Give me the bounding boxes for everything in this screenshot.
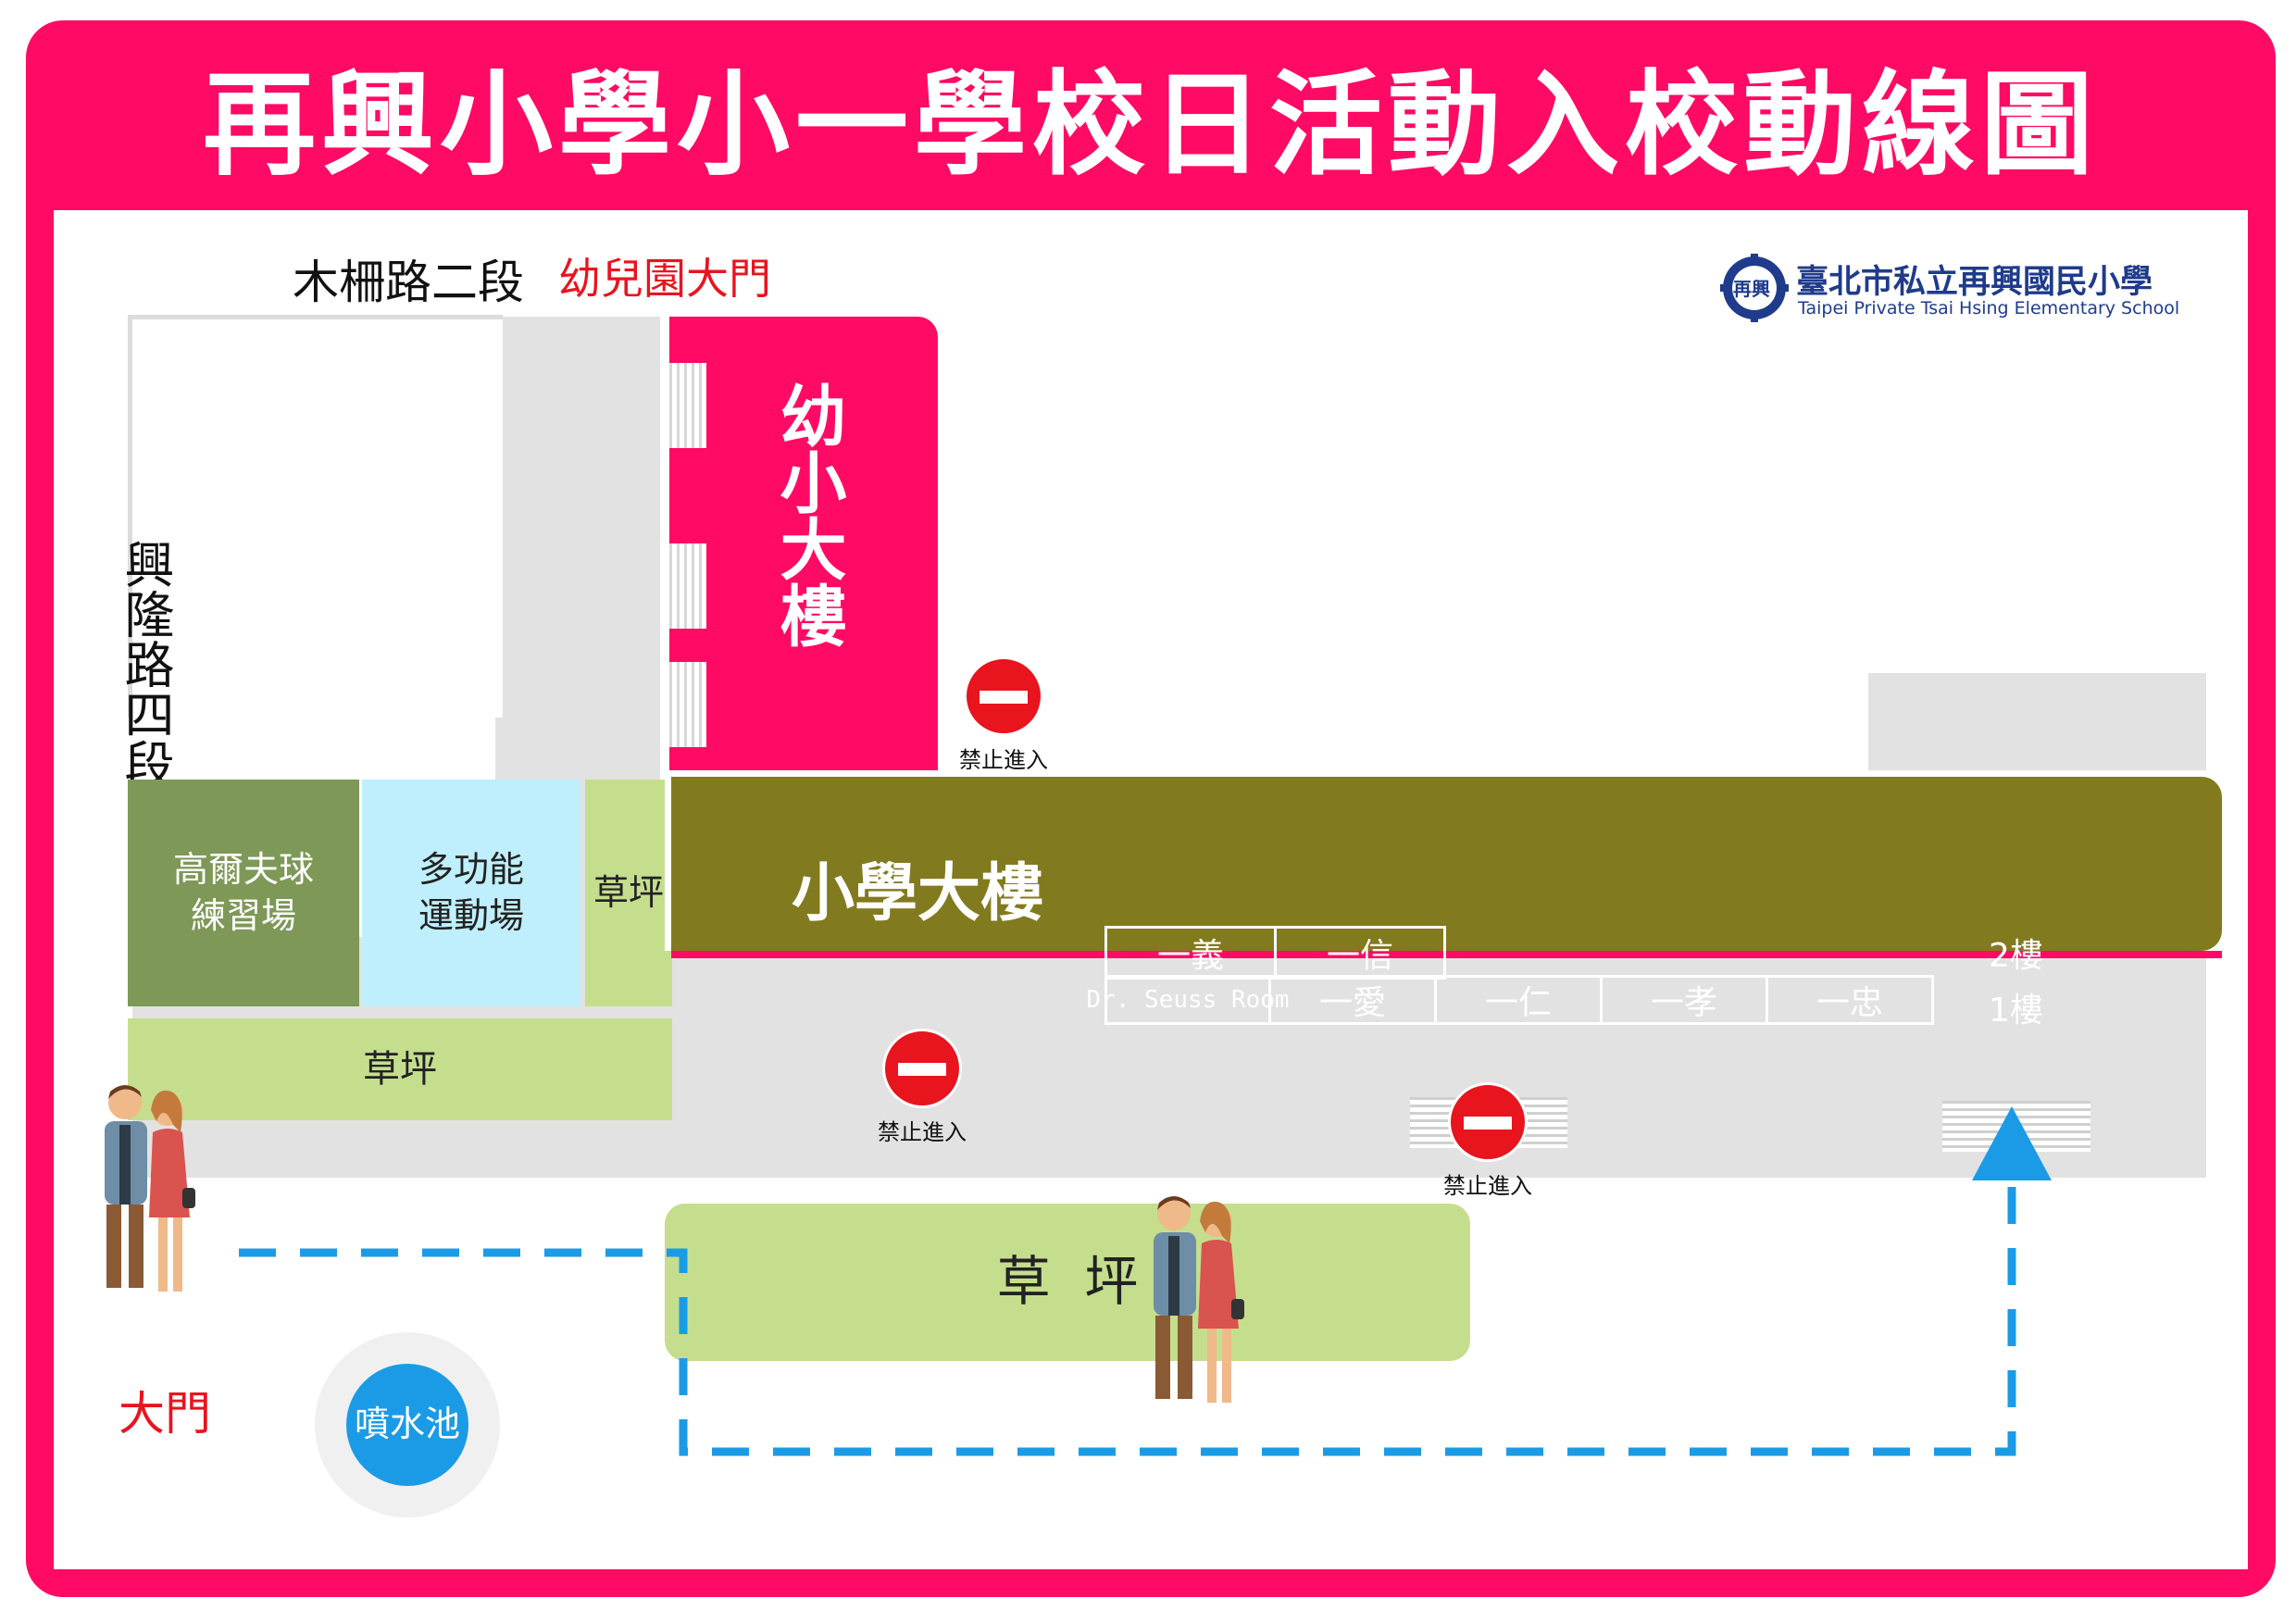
no-entry-label: 禁止進入 — [1443, 1173, 1532, 1199]
lawn-center-label: 草 坪 — [996, 1250, 1139, 1314]
primary-building-label: 小學大樓 — [792, 857, 1044, 930]
floor1-label: 1樓 — [1989, 992, 2043, 1030]
road-label-top: 木柵路二段 — [293, 256, 524, 309]
no-entry-sign-road: 禁止進入 — [878, 1029, 967, 1146]
page-title: 再興小學小一學校日活動入校動線圖 — [203, 59, 2099, 191]
people-icon — [105, 1085, 195, 1292]
school-logo: 再興 臺北市私立再興國民小學 Taipei Private Tsai Hsing… — [1720, 250, 2220, 333]
road-label-left: 興隆路四段 — [116, 539, 174, 789]
campus-block-outline — [128, 315, 503, 718]
room-yi-ai: 一愛 — [1268, 975, 1437, 1025]
golf-practice-label: 高爾夫球 練習場 — [172, 849, 314, 936]
no-entry-icon — [964, 656, 1043, 736]
fountain-label: 噴水池 — [354, 1404, 460, 1445]
school-emblem-text: 再興 — [1733, 278, 1770, 300]
lawn-small-label: 草坪 — [593, 871, 664, 913]
room-yi-zhong: 一忠 — [1766, 975, 1934, 1025]
lawn-left: 草坪 — [128, 1018, 672, 1120]
school-name-zh: 臺北市私立再興國民小學 — [1796, 264, 2153, 301]
route-path — [239, 1106, 2052, 1456]
stairs-icon — [669, 662, 706, 747]
primary-school-building-body — [671, 777, 2222, 951]
classroom-table: 一義 一信 — [1104, 926, 1446, 980]
lawn-left-label: 草坪 — [363, 1048, 437, 1091]
people-icon — [1154, 1196, 1244, 1403]
lawn-small: 草坪 — [585, 780, 672, 1006]
kindergarten-building: 幼小大樓 — [669, 317, 938, 770]
room-yi-xiao: 一孝 — [1600, 975, 1768, 1025]
main-gate-label: 大門 — [119, 1387, 211, 1441]
stairs-icon — [669, 543, 706, 629]
route-arrow-icon — [1972, 1106, 2052, 1180]
room-yi-xin: 一信 — [1274, 926, 1446, 980]
lawn-center: 草 坪 — [665, 1204, 1470, 1361]
stairs-icon — [669, 363, 706, 448]
school-emblem-icon — [1720, 254, 1789, 322]
floor2-label: 2樓 — [1989, 937, 2043, 975]
room-yi-ren: 一仁 — [1434, 975, 1603, 1025]
floor2-row: 一義 一信 — [1104, 926, 1446, 980]
kindergarten-gate-label: 幼兒園大門 — [558, 254, 771, 304]
fountain: 噴水池 — [346, 1364, 468, 1486]
building-pink-edge — [671, 951, 2222, 958]
multi-sport-field: 多功能 運動場 — [362, 780, 580, 1006]
no-entry-sign-kindergarten: 禁止進入 — [959, 656, 1048, 774]
room-dr-seuss: Dr. Seuss Room — [1086, 975, 1290, 1025]
kindergarten-building-label: 幼小大樓 — [768, 381, 846, 648]
no-entry-label: 禁止進入 — [959, 747, 1048, 773]
no-entry-label: 禁止進入 — [878, 1119, 967, 1145]
no-entry-icon — [1448, 1082, 1528, 1162]
school-name-en: Taipei Private Tsai Hsing Elementary Sch… — [1798, 298, 2180, 318]
map-area: 木柵路二段 興隆路四段 幼兒園大門 大門 再興 臺北市私立再興國民小學 Taip… — [54, 210, 2248, 1569]
multi-sport-label: 多功能 運動場 — [418, 849, 524, 936]
no-entry-sign-building: 禁止進入 — [1443, 1082, 1532, 1200]
no-entry-icon — [882, 1029, 962, 1108]
golf-practice-area: 高爾夫球 練習場 — [128, 780, 359, 1006]
